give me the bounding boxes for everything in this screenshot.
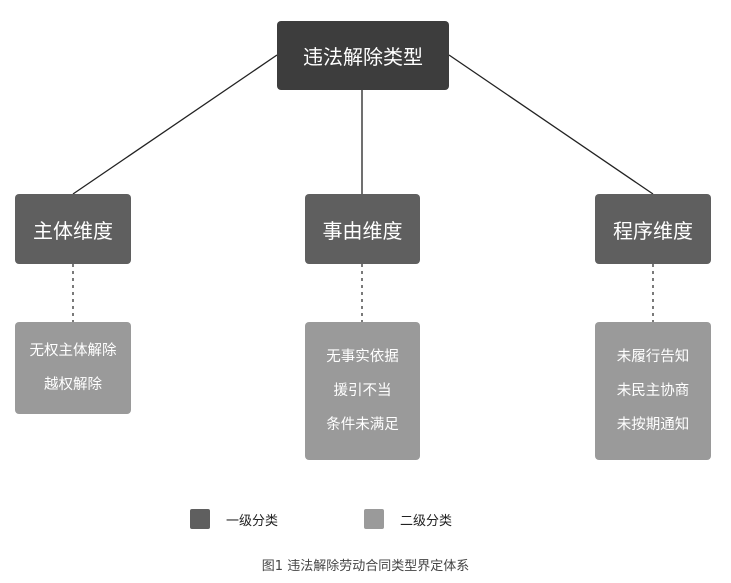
level1-node-procedure: 程序维度 xyxy=(595,194,711,264)
level2-node-subject: 无权主体解除 越权解除 xyxy=(15,322,131,414)
legend-swatch-level1 xyxy=(190,509,210,529)
level2-item: 未民主协商 xyxy=(616,383,690,399)
level2-item: 条件未满足 xyxy=(326,417,399,433)
legend-label-level2: 二级分类 xyxy=(400,513,453,529)
root-node: 违法解除类型 xyxy=(277,21,449,90)
connector-root-to-procedure xyxy=(448,54,654,195)
level2-item: 援引不当 xyxy=(333,383,392,399)
root-label: 违法解除类型 xyxy=(303,45,423,69)
level2-item: 无权主体解除 xyxy=(29,343,117,359)
legend-swatch-level2 xyxy=(364,509,384,529)
level2-node-procedure: 未履行告知 未民主协商 未按期通知 xyxy=(595,322,711,460)
level1-label: 主体维度 xyxy=(33,218,113,243)
level1-label: 程序维度 xyxy=(613,218,693,243)
figure-caption: 图1 违法解除劳动合同类型界定体系 xyxy=(261,559,470,574)
connector-root-to-subject xyxy=(72,54,278,195)
level2-item: 未按期通知 xyxy=(616,417,690,433)
level1-label: 事由维度 xyxy=(322,218,403,243)
level2-node-reason: 无事实依据 援引不当 条件未满足 xyxy=(305,322,420,460)
legend-label-level1: 一级分类 xyxy=(226,513,279,529)
level2-item: 越权解除 xyxy=(44,377,102,393)
legend-level1: 一级分类 xyxy=(190,508,278,530)
level1-node-reason: 事由维度 xyxy=(305,194,420,264)
legend-level2: 二级分类 xyxy=(364,508,452,530)
level2-item: 未履行告知 xyxy=(616,349,690,365)
level1-node-subject: 主体维度 xyxy=(15,194,131,264)
level2-item: 无事实依据 xyxy=(326,349,399,365)
